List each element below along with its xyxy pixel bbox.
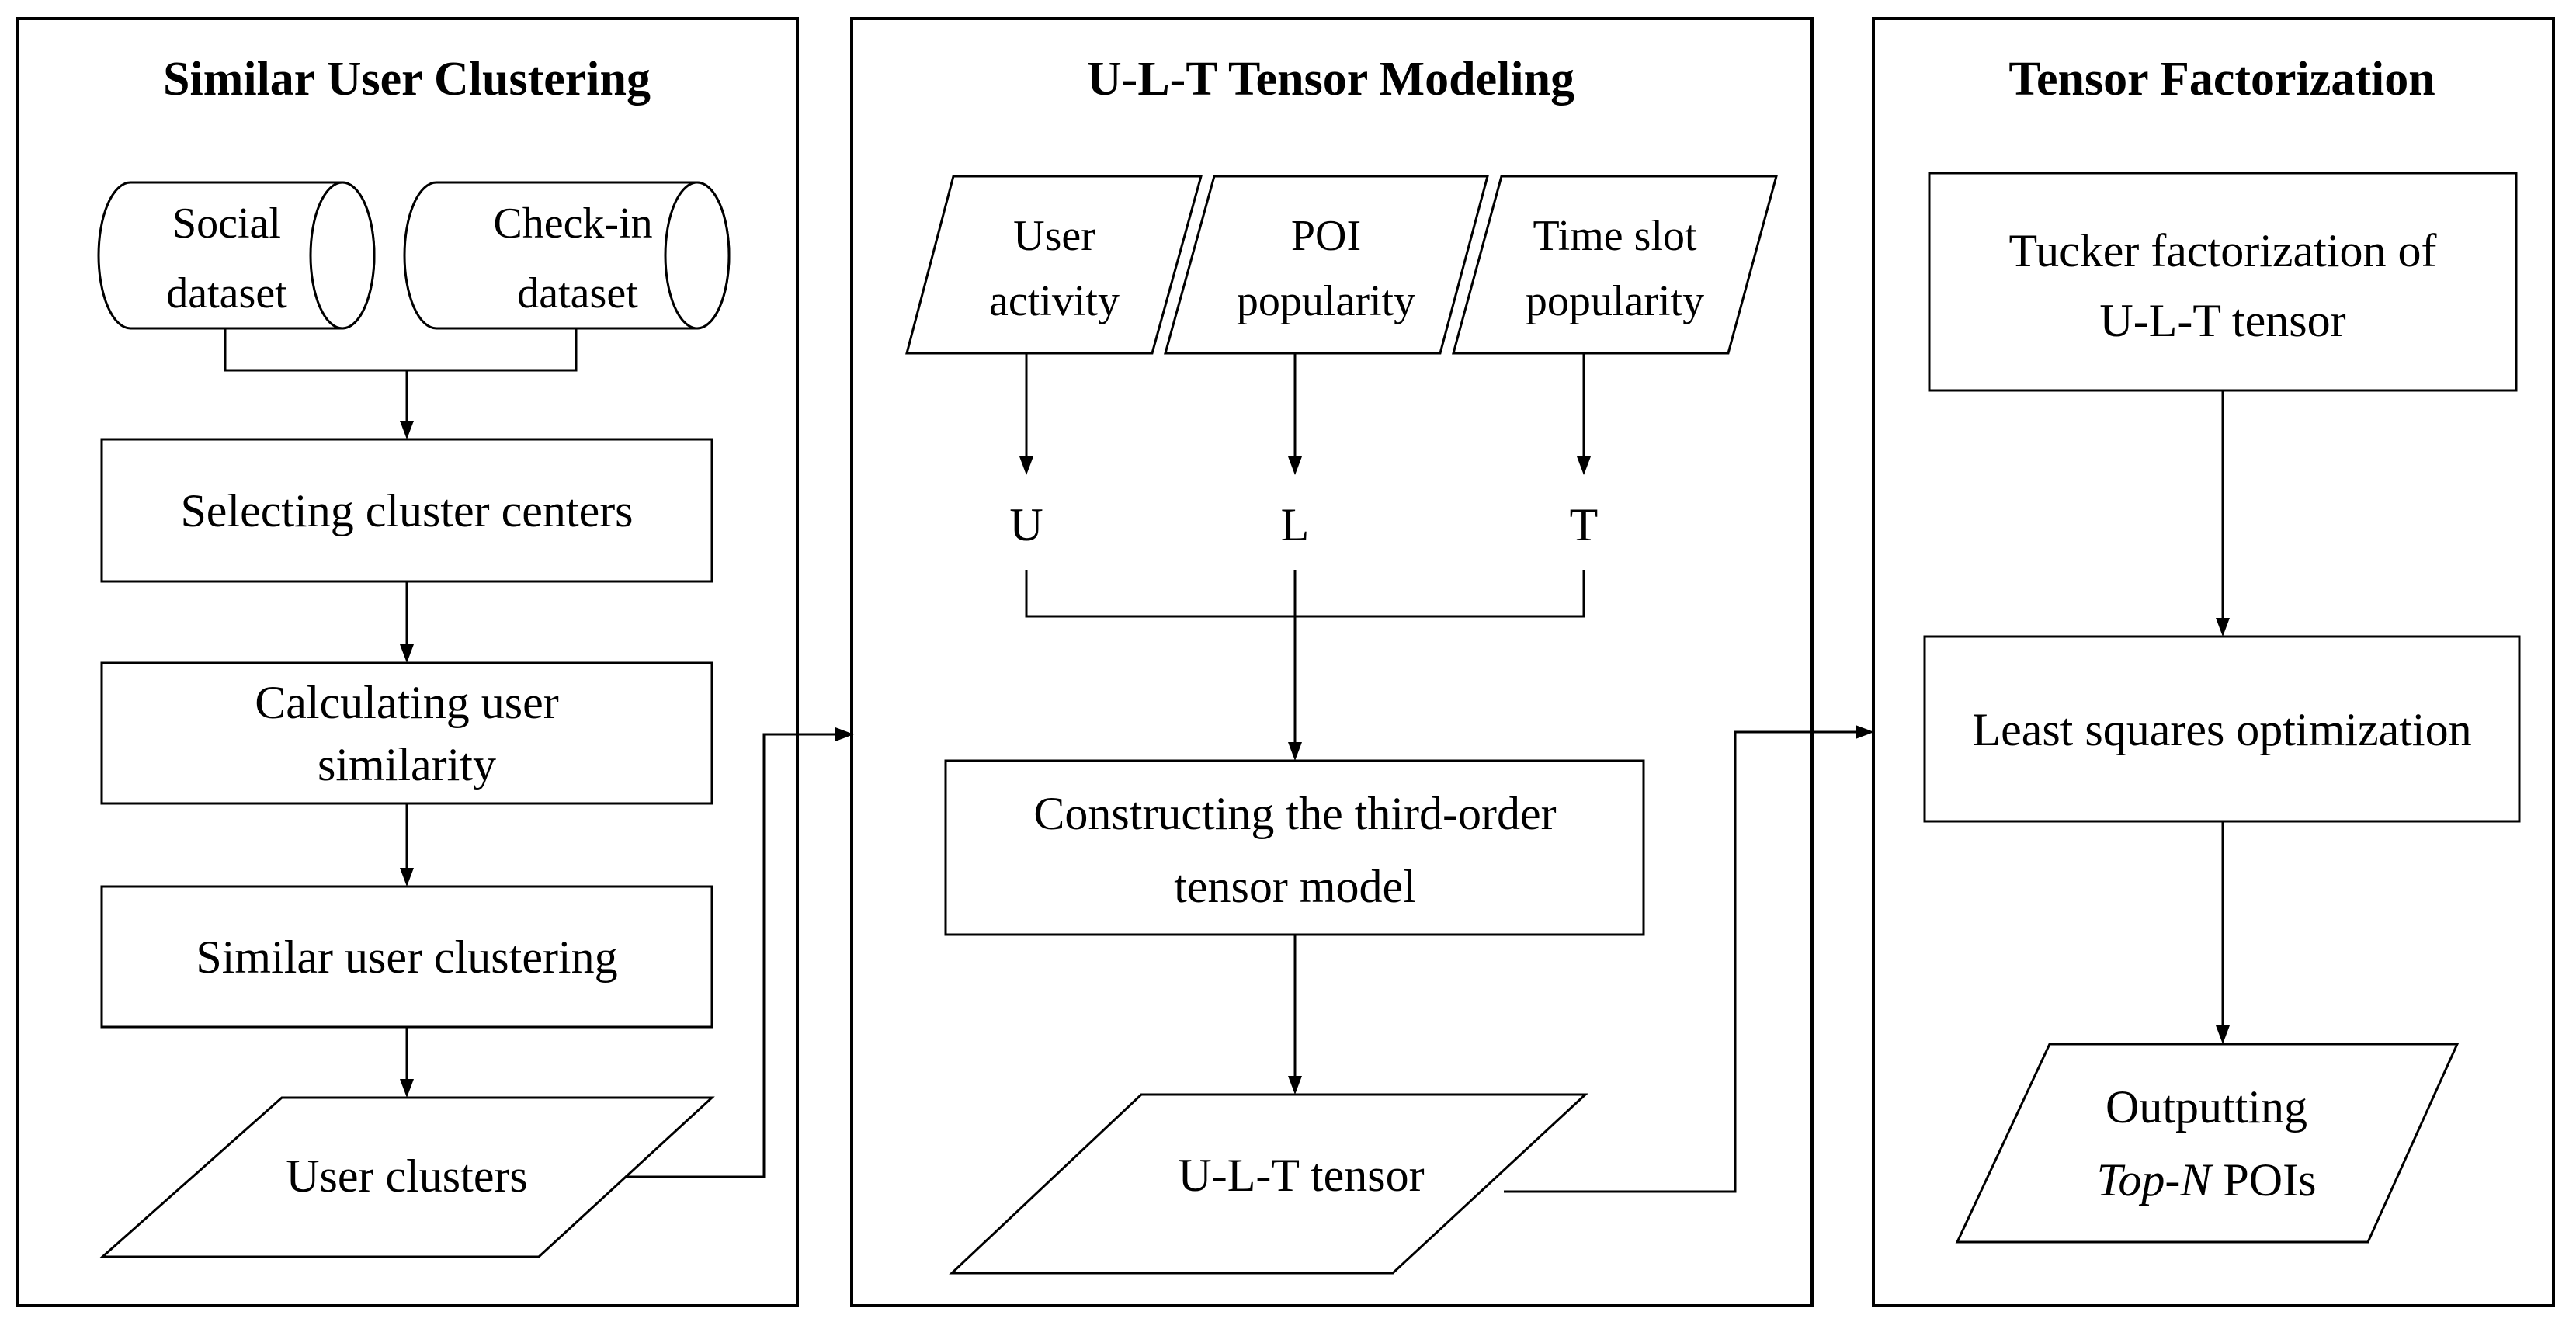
ult-merge-connector [1025,570,1585,618]
panel-title-modeling: U-L-T Tensor Modeling [1087,53,1574,106]
panel-title-factorization: Tensor Factorization [2008,53,2435,106]
social-dataset-line2: dataset [166,269,287,317]
panel-similar-user-clustering: Similar User Clustering Social dataset C… [16,17,799,1307]
time-slot-popularity-line2: popularity [1526,277,1704,325]
panel-frame-clustering [16,17,799,1307]
connector-modeling-to-factorization [1504,730,1859,1193]
least-squares-label: Least squares optimization [1972,704,2471,755]
user-clusters-parallelogram [99,1096,715,1258]
similar-user-clustering-label: Similar user clustering [196,932,617,983]
user-activity-parallelogram [905,175,1203,355]
ult-tensor-label: U-L-T tensor [1178,1150,1424,1201]
poi-popularity-parallelogram [1164,175,1489,355]
poi-popularity-line1: POI [1291,212,1361,260]
time-slot-popularity-line1: Time slot [1533,212,1697,260]
constructing-tensor-model-line1: Constructing the third-order [1033,788,1556,839]
label-l: L [1281,499,1310,550]
panel-frame-factorization [1872,17,2555,1307]
label-t: T [1570,499,1599,550]
tucker-factorization-line2: U-L-T tensor [2099,295,2345,346]
pois-text: POIs [2211,1154,2316,1206]
user-clusters-label: User clusters [286,1150,528,1202]
user-activity-line2: activity [989,277,1120,325]
top-n-italic: Top-N [2097,1154,2214,1206]
constructing-tensor-model-line2: tensor model [1174,861,1416,912]
tucker-factorization-line1: Tucker factorization of [2009,225,2437,276]
calculating-user-similarity-box [100,661,713,805]
poi-popularity-line2: popularity [1237,277,1415,325]
outputting-line1: Outputting [2106,1081,2307,1133]
checkin-dataset-line2: dataset [517,269,638,317]
outputting-topn-parallelogram [1955,1043,2460,1244]
selecting-cluster-centers-box [100,438,713,583]
social-dataset-cylinder: Social dataset [97,181,376,330]
connector-clustering-to-modeling [625,733,838,1178]
social-dataset-line1: Social [172,200,281,248]
selecting-cluster-centers-label: Selecting cluster centers [180,485,633,536]
calculating-user-similarity-line1: Calculating user [255,677,559,728]
outputting-line2: Top-N POIs [2097,1154,2317,1206]
user-activity-line1: User [1013,212,1095,260]
constructing-tensor-model-box [944,759,1645,936]
similar-user-clustering-box [100,885,713,1029]
time-slot-popularity-parallelogram [1452,175,1778,355]
panel-frame-modeling [850,17,1814,1307]
calculating-user-similarity-line2: similarity [318,739,496,790]
panel-title-clustering: Similar User Clustering [163,53,651,106]
panel-tensor-factorization: Tensor Factorization Tucker factorizatio… [1872,17,2555,1307]
checkin-dataset-line1: Check-in [493,200,652,248]
datasets-merge-connector [224,328,578,372]
label-u: U [1009,499,1043,550]
tucker-factorization-box [1928,172,2518,392]
ult-tensor-parallelogram [949,1093,1588,1275]
checkin-dataset-cylinder: Check-in dataset [403,181,731,330]
panel-ult-tensor-modeling: U-L-T Tensor Modeling User activity POI … [850,17,1814,1307]
